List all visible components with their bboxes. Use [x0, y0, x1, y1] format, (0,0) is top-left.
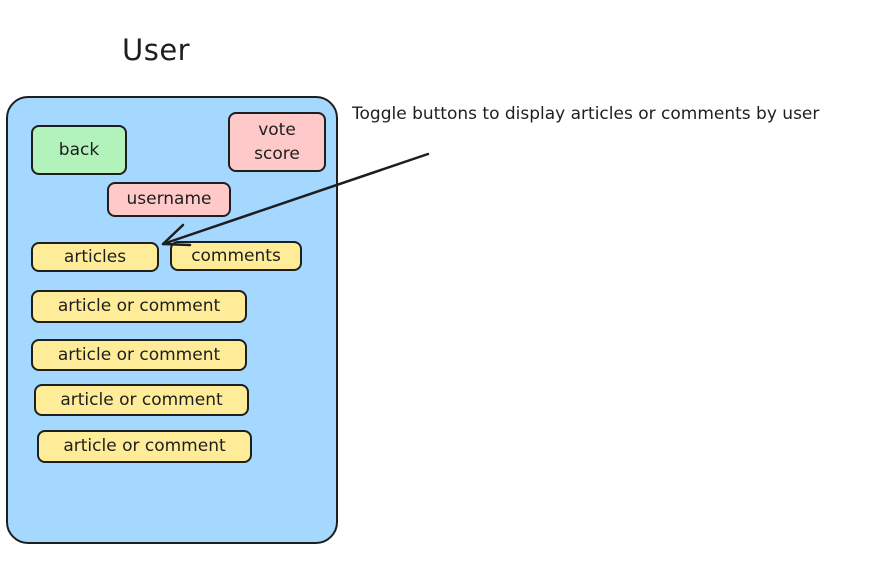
list-item[interactable]: article or comment	[31, 339, 247, 371]
annotation-text: Toggle buttons to display articles or co…	[352, 104, 820, 124]
list-item[interactable]: article or comment	[31, 290, 247, 323]
list-item[interactable]: article or comment	[37, 430, 252, 463]
vote-score-button[interactable]: vote score	[228, 112, 326, 172]
back-button[interactable]: back	[31, 125, 127, 175]
page-title: User	[122, 33, 191, 67]
articles-tab[interactable]: articles	[31, 242, 159, 272]
comments-tab[interactable]: comments	[170, 241, 302, 271]
username-label: username	[107, 182, 231, 217]
list-item[interactable]: article or comment	[34, 384, 249, 416]
